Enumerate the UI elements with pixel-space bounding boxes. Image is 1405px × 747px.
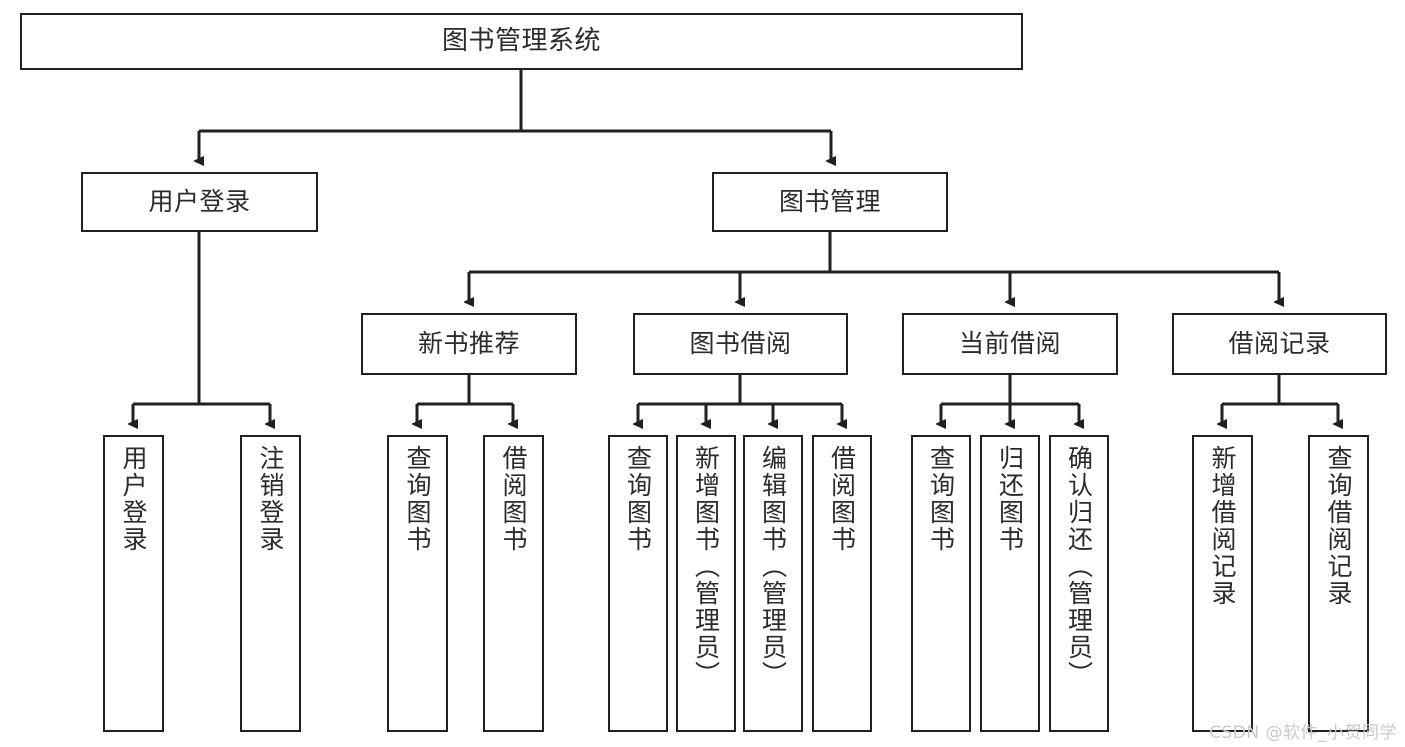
- leaf-new-book-query[interactable]: 查询图书: [387, 435, 448, 732]
- node-label: 用户登录: [119, 445, 148, 553]
- node-label: 新增借阅记录: [1208, 445, 1237, 607]
- node-label: 借阅记录: [1228, 328, 1331, 358]
- node-label: 图书管理: [778, 186, 881, 216]
- leaf-borrow-record-query[interactable]: 查询借阅记录: [1308, 435, 1369, 732]
- leaf-borrow-record-add[interactable]: 新增借阅记录: [1192, 435, 1253, 732]
- leaf-user-login-signin[interactable]: 用户登录: [103, 435, 164, 732]
- leaf-current-borrow-confirm-return[interactable]: 确认归还（管理员）: [1049, 435, 1109, 732]
- node-label: 借阅图书: [827, 445, 857, 553]
- node-label: 查询图书: [623, 445, 653, 553]
- node-label: 确认归还（管理员）: [1064, 445, 1094, 688]
- node-label: 图书借阅: [689, 328, 792, 358]
- node-label: 新增图书（管理员）: [691, 445, 721, 688]
- node-book-borrow[interactable]: 图书借阅: [633, 313, 848, 375]
- node-label: 图书管理系统: [441, 25, 601, 56]
- node-current-borrow[interactable]: 当前借阅: [902, 313, 1118, 375]
- leaf-user-login-signout[interactable]: 注销登录: [240, 435, 301, 732]
- csdn-watermark: CSDN @软件_小贺同学: [1209, 723, 1397, 743]
- node-label: 借阅图书: [499, 445, 528, 553]
- node-user-login[interactable]: 用户登录: [81, 172, 318, 232]
- node-label: 归还图书: [995, 445, 1025, 553]
- node-label: 当前借阅: [958, 328, 1061, 358]
- node-label: 注销登录: [256, 445, 285, 553]
- node-root-book-management-system[interactable]: 图书管理系统: [20, 13, 1023, 70]
- node-label: 新书推荐: [417, 328, 520, 358]
- node-book-management[interactable]: 图书管理: [712, 172, 948, 232]
- node-label: 查询借阅记录: [1324, 445, 1353, 607]
- node-borrow-record[interactable]: 借阅记录: [1172, 313, 1387, 375]
- leaf-current-borrow-return[interactable]: 归还图书: [980, 435, 1040, 732]
- leaf-book-borrow-query[interactable]: 查询图书: [608, 435, 668, 732]
- leaf-current-borrow-query[interactable]: 查询图书: [911, 435, 971, 732]
- node-label: 查询图书: [403, 445, 432, 553]
- leaf-book-borrow-add[interactable]: 新增图书（管理员）: [676, 435, 736, 732]
- leaf-book-borrow-edit[interactable]: 编辑图书（管理员）: [743, 435, 803, 732]
- node-label: 编辑图书（管理员）: [758, 445, 788, 688]
- leaf-new-book-borrow[interactable]: 借阅图书: [483, 435, 544, 732]
- node-label: 查询图书: [926, 445, 956, 553]
- node-new-book-recommend[interactable]: 新书推荐: [361, 313, 577, 375]
- leaf-book-borrow-lend[interactable]: 借阅图书: [812, 435, 872, 732]
- node-label: 用户登录: [148, 186, 251, 216]
